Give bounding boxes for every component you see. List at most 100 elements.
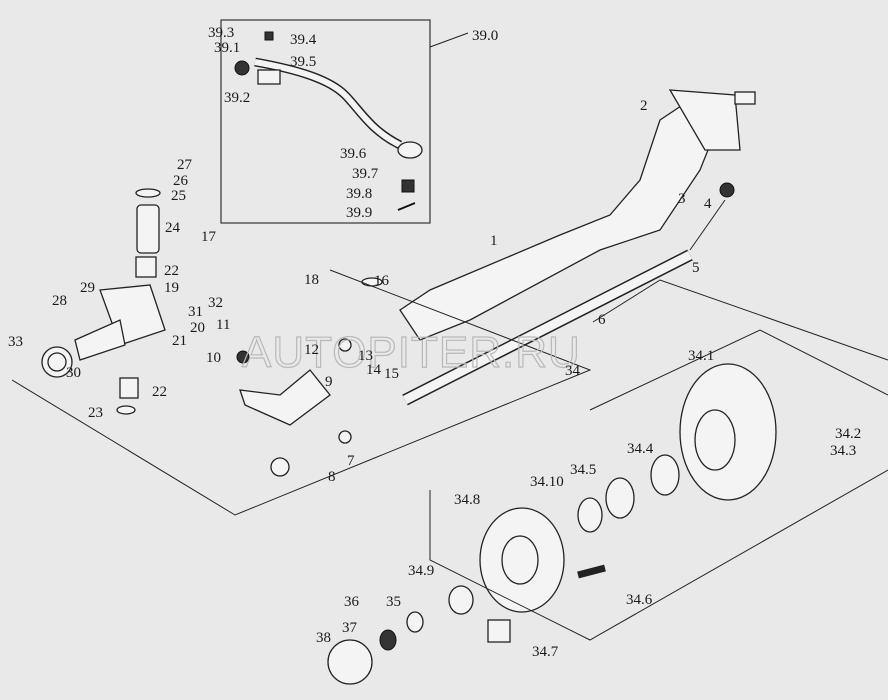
label-34-8: 34.8 bbox=[454, 492, 480, 508]
label-21: 21 bbox=[172, 333, 187, 349]
label-39-9: 39.9 bbox=[346, 205, 372, 221]
label-14: 14 bbox=[366, 362, 382, 378]
label-13: 13 bbox=[358, 348, 373, 364]
label-16: 16 bbox=[374, 273, 390, 289]
stud-34-6 bbox=[577, 564, 606, 579]
nut-37 bbox=[379, 629, 397, 651]
label-18: 18 bbox=[304, 272, 319, 288]
group-outline-6 bbox=[592, 279, 888, 361]
label-23: 23 bbox=[88, 405, 103, 421]
label-34-7: 34.7 bbox=[532, 644, 559, 660]
group-outline bbox=[11, 269, 592, 516]
label-28: 28 bbox=[52, 293, 67, 309]
label-4: 4 bbox=[704, 196, 712, 212]
label-34: 34 bbox=[565, 363, 581, 379]
label-30: 30 bbox=[66, 365, 81, 381]
label-17: 17 bbox=[201, 229, 217, 245]
label-39-5: 39.5 bbox=[290, 54, 316, 70]
arm-3 bbox=[689, 199, 726, 251]
label-39-8: 39.8 bbox=[346, 186, 372, 202]
label-26: 26 bbox=[173, 173, 189, 189]
cross-tie-rod-inner bbox=[402, 250, 693, 405]
nut-10 bbox=[236, 350, 250, 364]
label-27: 27 bbox=[177, 157, 193, 173]
seal-34-10 bbox=[577, 497, 603, 533]
group-outline-34 bbox=[429, 329, 888, 641]
label-12: 12 bbox=[304, 342, 319, 358]
bushing-22-lower bbox=[119, 377, 139, 399]
knuckle-spindle bbox=[74, 319, 126, 361]
clamp-39-2 bbox=[257, 69, 281, 85]
label-25: 25 bbox=[171, 188, 186, 204]
label-32: 32 bbox=[208, 295, 223, 311]
bolt-39-3 bbox=[264, 31, 274, 41]
label-34-9: 34.9 bbox=[408, 563, 434, 579]
label-34-5: 34.5 bbox=[570, 462, 596, 478]
bearing-34-4 bbox=[650, 454, 680, 496]
label-34-1: 34.1 bbox=[688, 348, 714, 364]
watermark: AUTOPITER.RU bbox=[242, 328, 581, 377]
brake-drum-hole bbox=[694, 409, 736, 471]
ball-joint-4 bbox=[719, 182, 735, 198]
label-34-2: 34.2 bbox=[835, 426, 861, 442]
label-38: 38 bbox=[316, 630, 331, 646]
clamp-nut-39-1 bbox=[234, 60, 250, 76]
washer-25 bbox=[135, 188, 161, 198]
spindle-2 bbox=[734, 91, 756, 105]
label-9: 9 bbox=[325, 374, 333, 390]
nut-34-7 bbox=[487, 619, 511, 643]
steering-knuckle-2 bbox=[668, 89, 741, 151]
label-15: 15 bbox=[384, 366, 399, 382]
label-8: 8 bbox=[328, 469, 336, 485]
label-22-lower: 22 bbox=[152, 384, 167, 400]
label-34-10: 34.10 bbox=[530, 474, 564, 490]
label-33: 33 bbox=[8, 334, 23, 350]
bearing-34-5 bbox=[605, 477, 635, 519]
washer-35 bbox=[406, 611, 424, 633]
label-39-0: 39.0 bbox=[472, 28, 498, 44]
castle-nut-39-8 bbox=[401, 179, 415, 193]
label-24: 24 bbox=[165, 220, 181, 236]
tie-rod-group-box bbox=[220, 19, 431, 224]
label-29: 29 bbox=[80, 280, 95, 296]
part-12 bbox=[338, 338, 352, 352]
label-20: 20 bbox=[190, 320, 205, 336]
ball-joint-8 bbox=[270, 457, 290, 477]
axle-beam bbox=[399, 99, 721, 341]
label-34-4: 34.4 bbox=[627, 441, 654, 457]
label-39-4: 39.4 bbox=[290, 32, 317, 48]
label-34-6: 34.6 bbox=[626, 592, 653, 608]
label-7: 7 bbox=[347, 453, 355, 469]
label-22-upper: 22 bbox=[164, 263, 179, 279]
label-39-6: 39.6 bbox=[340, 146, 367, 162]
label-39-3: 39.3 bbox=[208, 25, 234, 41]
hub-cap-38 bbox=[327, 639, 373, 685]
ball-joint-39-7 bbox=[397, 141, 423, 159]
label-37: 37 bbox=[342, 620, 358, 636]
nut-7 bbox=[338, 430, 352, 444]
label-3: 3 bbox=[678, 191, 686, 207]
label-31: 31 bbox=[188, 304, 203, 320]
bearing-34-9 bbox=[448, 585, 474, 615]
label-5: 5 bbox=[692, 260, 700, 276]
label-19: 19 bbox=[164, 280, 179, 296]
disc-23 bbox=[116, 405, 136, 415]
label-39-1: 39.1 bbox=[214, 40, 240, 56]
label-10: 10 bbox=[206, 350, 221, 366]
cotter-pin-39-9 bbox=[397, 202, 416, 211]
label-2: 2 bbox=[640, 98, 648, 114]
label-11: 11 bbox=[216, 317, 230, 333]
label-39-2: 39.2 bbox=[224, 90, 250, 106]
kingpin-24 bbox=[136, 204, 160, 254]
label-34-3: 34.3 bbox=[830, 443, 856, 459]
label-35: 35 bbox=[386, 594, 401, 610]
leader-line bbox=[429, 32, 469, 48]
label-36: 36 bbox=[344, 594, 360, 610]
steering-arm-9 bbox=[239, 369, 331, 426]
hub-hole bbox=[501, 535, 539, 585]
label-39-7: 39.7 bbox=[352, 166, 379, 182]
label-6: 6 bbox=[598, 312, 606, 328]
bushing-22 bbox=[135, 256, 157, 278]
